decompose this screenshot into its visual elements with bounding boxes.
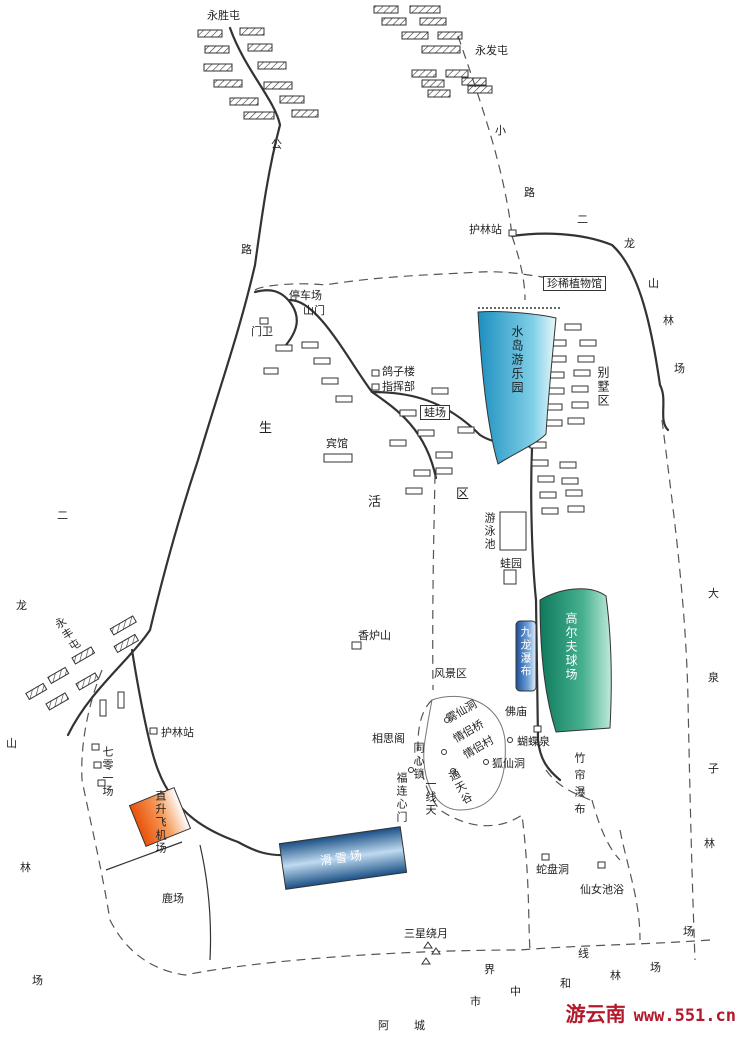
yixiantian-label: 一线天 [424,778,437,817]
erlong-right-1: 二 [577,213,588,226]
life-zone-1: 生 [259,421,273,436]
daquanzi-4: 林 [704,837,715,850]
daquanzi-1: 大 [708,587,719,600]
boundary-shi: 市 [470,995,481,1008]
scenic-loop [423,695,506,811]
heliport [128,786,192,848]
binguan-label: 宾馆 [326,437,348,450]
huxian-label: 狐仙洞 [492,757,525,770]
hudie-label: 蝴蝶泉 [517,735,550,748]
erlong-left-4: 林 [20,861,31,874]
jiulong-label: 九龙瀑布 [519,626,532,678]
yongfeng-houses [25,615,140,711]
erlong-right-2: 龙 [624,237,635,250]
boundary-cheng: 城 [414,1019,425,1032]
water-park [477,310,557,465]
boundary-jie: 界 [484,963,495,976]
boundary-xian: 线 [578,947,589,960]
erlong-right-5: 场 [674,362,685,375]
road-gong: 公 [271,138,282,151]
daquanzi-2: 泉 [708,671,719,684]
yongfa-label: 永发屯 [475,44,508,57]
golf-label: 高尔夫球场 [564,612,578,682]
parking-label: 停车场 [289,289,322,302]
guesthouse-building [323,453,353,463]
wayuan-label: 蛙园 [500,557,522,570]
boundary-he: 和 [560,977,571,990]
shanmen-label: 山门 [303,304,325,317]
daquanzi-3: 子 [708,762,719,775]
erlong-right-3: 山 [648,277,659,290]
menwei-label: 门卫 [251,325,273,338]
water-park-label: 水岛游乐园 [510,325,524,395]
xiangsi-label: 相思阁 [372,732,405,745]
road-xiao: 小 [495,124,506,137]
main-roads [66,26,670,857]
boundary-lin: 林 [610,969,621,982]
forest-station-top-label: 护林站 [469,223,502,236]
luchang-label: 鹿场 [162,892,184,905]
erlong-left-2: 龙 [16,599,27,612]
boundary-lines [105,841,212,961]
sanxing-label: 三星绕月 [404,927,448,940]
erlong-right-4: 林 [663,314,674,327]
jiulong-waterfall [515,620,537,692]
boundary-chang: 场 [650,961,661,974]
boundary-a: 阿 [378,1019,389,1032]
watermark-name: 游云南 [565,1002,626,1026]
swimming-pool [499,511,527,551]
erlong-left-5: 场 [32,974,43,987]
swimming-pool-label: 游泳池 [483,512,496,551]
xianglu-label: 香炉山 [358,629,391,642]
erlong-left-3: 山 [6,737,17,750]
fengjing-label: 风景区 [434,667,467,680]
boundary-zhong: 中 [510,985,521,998]
erlong-left-1: 二 [57,509,68,522]
zhulian-label: 竹帘瀑布 [573,752,586,820]
sanxing-markers [421,941,441,965]
xiannv-label: 仙女池浴 [580,883,624,896]
life-zone-3: 区 [456,487,470,502]
golf-course [539,588,612,733]
yongfa-houses [373,5,493,98]
watermark: 游云南 www.551.cn [566,998,736,1027]
yongsheng-houses [197,27,319,120]
shepan-label: 蛇盘洞 [536,863,569,876]
forest-station-bottom-label: 护林站 [161,726,194,739]
life-zone-buildings [259,317,475,495]
fodian-label: 佛庙 [505,705,527,718]
tongxin-label: 同心锁 [412,742,425,781]
heliport-label: 直升飞机场 [154,790,167,855]
scenic-dots [408,717,513,774]
gezilou-label: 鸽子楼 [382,365,415,378]
trails [81,35,711,976]
villa-district-label: 别墅区 [596,366,610,408]
qiling-label: 七零一场 [101,746,114,798]
rare-plants-label: 珍稀植物馆 [543,276,606,291]
ski-resort [278,826,408,890]
life-zone-2: 活 [368,495,382,510]
yongsheng-label: 永胜屯 [207,9,240,22]
zhihuibu-label: 指挥部 [382,380,415,393]
fulianmen-label: 福连心门 [395,772,408,824]
road-lu-left: 路 [241,243,252,256]
wachang-label: 蛙场 [420,405,450,420]
site-markers [91,229,606,869]
watermark-site: www.551.cn [633,1006,736,1026]
road-lu-right: 路 [524,186,535,199]
daquanzi-5: 场 [683,925,694,938]
